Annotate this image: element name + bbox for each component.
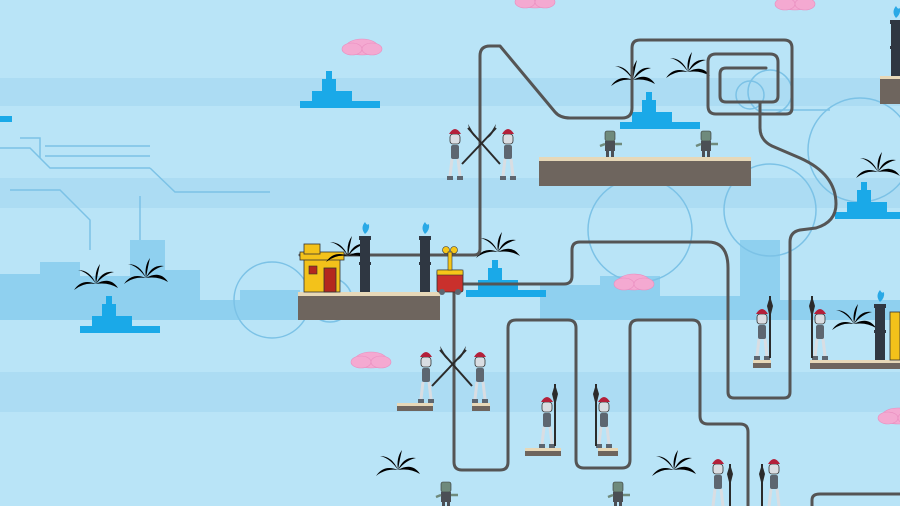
stone-ledge xyxy=(810,360,900,369)
cloud-icon xyxy=(514,0,556,9)
crossed-blades-icon xyxy=(461,124,501,165)
city-silhouette xyxy=(540,240,900,320)
house-edge xyxy=(889,311,900,361)
mine-cart-icon[interactable] xyxy=(436,246,464,296)
spear-guard xyxy=(809,296,830,362)
guard-pads xyxy=(397,360,771,456)
rail-track xyxy=(810,492,900,506)
rail-track xyxy=(458,100,838,400)
skeleton-guard-pair xyxy=(445,124,518,182)
sky-band xyxy=(0,178,900,208)
cloud-icon xyxy=(774,0,816,11)
spear-guard xyxy=(759,457,784,506)
spear-guard xyxy=(593,384,614,450)
city-silhouette xyxy=(0,240,300,320)
crossed-blades-icon xyxy=(431,346,473,387)
spear-guard xyxy=(708,457,733,506)
sky-band xyxy=(0,372,900,412)
spear-guard xyxy=(752,296,773,362)
stone-platform xyxy=(539,157,751,186)
floating-island xyxy=(0,116,12,122)
rail-track xyxy=(452,288,750,506)
house-icon[interactable] xyxy=(299,243,345,293)
spear-guard xyxy=(537,384,558,450)
skeleton-guard-pair xyxy=(416,346,490,405)
rail-track xyxy=(298,38,794,257)
stone-ledge xyxy=(880,76,900,104)
stone-platform xyxy=(298,292,440,320)
